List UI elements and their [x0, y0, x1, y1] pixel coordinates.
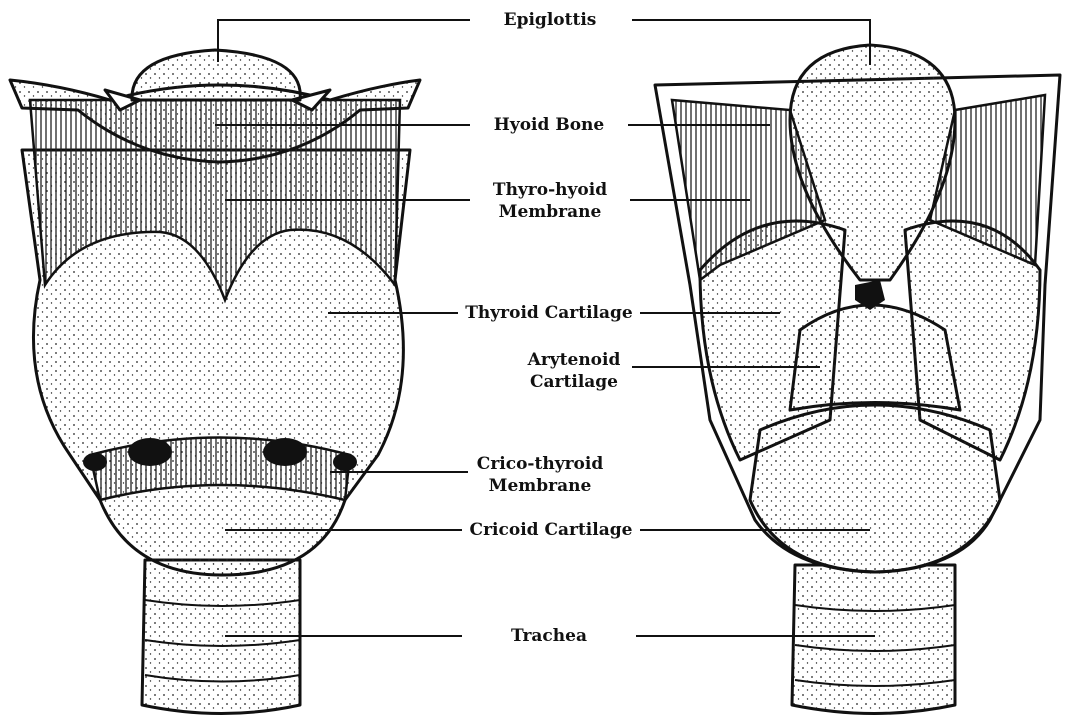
- label-crico-thyroid-line2: Membrane: [489, 476, 592, 496]
- label-hyoid-bone: Hyoid Bone: [494, 115, 604, 135]
- label-arytenoid-line2: Cartilage: [530, 372, 618, 392]
- label-cricoid-cartilage: Cricoid Cartilage: [470, 520, 633, 540]
- anterior-view: [10, 50, 420, 714]
- trachea-posterior: [792, 565, 955, 714]
- cricoid-cartilage-posterior: [750, 405, 1000, 572]
- label-arytenoid-line1: Arytenoid: [528, 350, 621, 370]
- posterior-view: [655, 45, 1060, 714]
- label-crico-thyroid-line1: Crico-thyroid: [477, 454, 603, 474]
- label-thyroid-cartilage: Thyroid Cartilage: [465, 303, 632, 323]
- label-thyro-hyoid-line2: Membrane: [499, 202, 602, 222]
- epiglottis-tip-anterior: [132, 50, 300, 100]
- label-thyro-hyoid-line1: Thyro-hyoid: [493, 180, 607, 200]
- label-trachea: Trachea: [511, 626, 587, 646]
- label-epiglottis: Epiglottis: [504, 10, 597, 30]
